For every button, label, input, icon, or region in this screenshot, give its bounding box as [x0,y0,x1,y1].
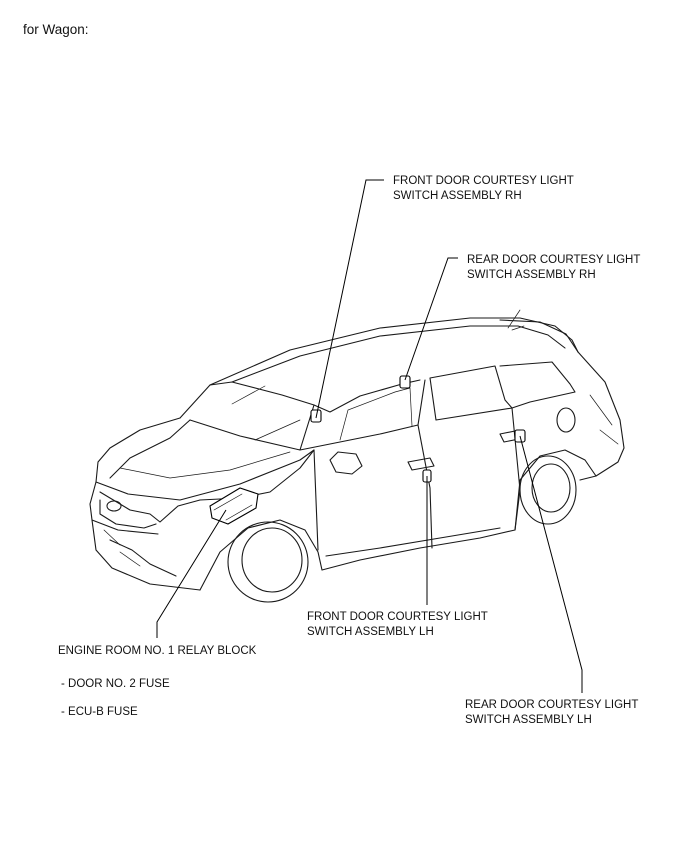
label-door-no2-fuse: - DOOR NO. 2 FUSE [61,678,170,690]
label-rear-rh-line1: REAR DOOR COURTESY LIGHT [467,254,641,266]
label-engine-room-relay-block: ENGINE ROOM NO. 1 RELAY BLOCK [58,645,257,657]
car-outline [89,309,625,603]
page-header: for Wagon: [23,22,89,37]
leader-lines [156,179,583,693]
relay-block-shape [209,487,259,525]
label-front-lh-line1: FRONT DOOR COURTESY LIGHT [307,611,488,623]
label-front-door-switch-lh: FRONT DOOR COURTESY LIGHT SWITCH ASSEMBL… [307,610,488,640]
label-rear-rh-line2: SWITCH ASSEMBLY RH [467,269,596,281]
label-rear-door-switch-lh: REAR DOOR COURTESY LIGHT SWITCH ASSEMBLY… [465,698,638,728]
label-rear-lh-line1: REAR DOOR COURTESY LIGHT [465,699,639,711]
label-rear-door-switch-rh: REAR DOOR COURTESY LIGHT SWITCH ASSEMBLY… [467,253,640,283]
label-front-lh-line2: SWITCH ASSEMBLY LH [307,626,434,638]
label-rear-lh-line2: SWITCH ASSEMBLY LH [465,714,592,726]
label-front-door-switch-rh: FRONT DOOR COURTESY LIGHT SWITCH ASSEMBL… [393,174,574,204]
label-front-rh-line1: FRONT DOOR COURTESY LIGHT [393,175,574,187]
label-front-rh-line2: SWITCH ASSEMBLY RH [393,190,522,202]
label-ecu-b-fuse: - ECU-B FUSE [61,706,138,718]
